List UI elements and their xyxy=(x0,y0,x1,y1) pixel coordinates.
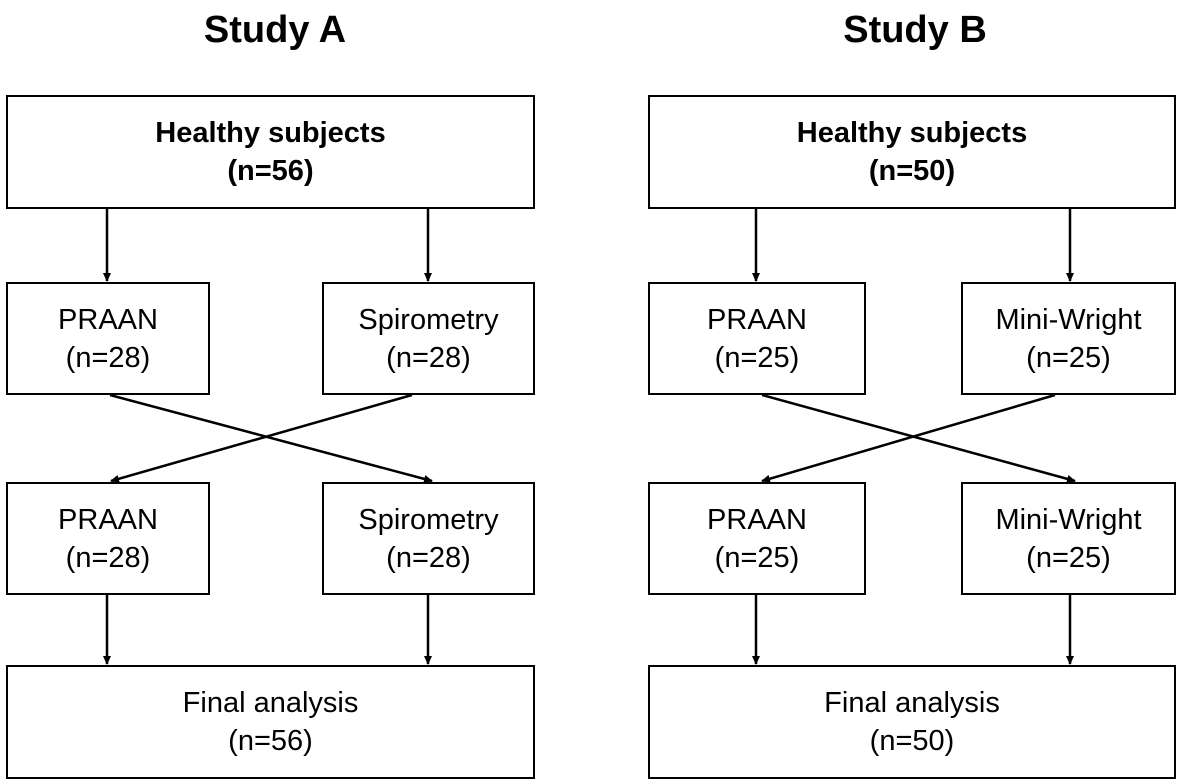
box-count: (n=25) xyxy=(714,341,800,374)
box-count: (n=56) xyxy=(228,725,313,757)
study-b-crossover-left-to-right xyxy=(761,393,1076,483)
box-label: Healthy subjects xyxy=(796,117,1028,149)
study-a-title: Study A xyxy=(203,9,347,51)
box-label: Healthy subjects xyxy=(155,117,386,149)
study-a-crossover-left-to-right xyxy=(109,393,433,483)
study-a-period1-praan-box: PRAAN (n=28) xyxy=(6,282,210,395)
box-count: (n=28) xyxy=(386,341,471,374)
box-label: PRAAN xyxy=(58,303,158,336)
box-label: PRAAN xyxy=(707,503,807,536)
study-b-healthy-subjects-box: Healthy subjects (n=50) xyxy=(648,95,1176,209)
study-b-period1-praan-box: PRAAN (n=25) xyxy=(648,282,866,395)
study-a-period1-spirometry-box: Spirometry (n=28) xyxy=(322,282,535,395)
study-a-crossover-right-to-left xyxy=(110,393,413,483)
study-a-healthy-subjects-box: Healthy subjects (n=56) xyxy=(6,95,535,209)
box-count: (n=56) xyxy=(227,155,314,187)
box-count: (n=28) xyxy=(386,541,471,574)
study-a-period2-spirometry-box: Spirometry (n=28) xyxy=(322,482,535,595)
study-b-final-analysis-box: Final analysis (n=50) xyxy=(648,665,1176,779)
study-b-title: Study B xyxy=(843,9,987,51)
study-b-period1-mini-wright-box: Mini-Wright (n=25) xyxy=(961,282,1176,395)
box-count: (n=50) xyxy=(869,725,955,757)
box-count: (n=28) xyxy=(65,341,151,374)
box-label: Final analysis xyxy=(182,687,359,719)
box-label: PRAAN xyxy=(58,503,158,536)
box-count: (n=50) xyxy=(868,155,956,187)
study-a-final-analysis-box: Final analysis (n=56) xyxy=(6,665,535,779)
box-label: Final analysis xyxy=(824,687,1000,719)
box-count: (n=25) xyxy=(1026,541,1111,574)
box-count: (n=25) xyxy=(714,541,800,574)
study-a-period2-praan-box: PRAAN (n=28) xyxy=(6,482,210,595)
box-label: PRAAN xyxy=(707,303,807,336)
study-b-crossover-right-to-left xyxy=(761,393,1056,483)
study-b-period2-mini-wright-box: Mini-Wright (n=25) xyxy=(961,482,1176,595)
box-count: (n=28) xyxy=(65,541,151,574)
box-label: Spirometry xyxy=(358,303,499,336)
box-label: Mini-Wright xyxy=(995,503,1142,536)
box-label: Mini-Wright xyxy=(995,303,1142,336)
box-label: Spirometry xyxy=(358,503,499,536)
study-b-period2-praan-box: PRAAN (n=25) xyxy=(648,482,866,595)
box-count: (n=25) xyxy=(1026,341,1111,374)
